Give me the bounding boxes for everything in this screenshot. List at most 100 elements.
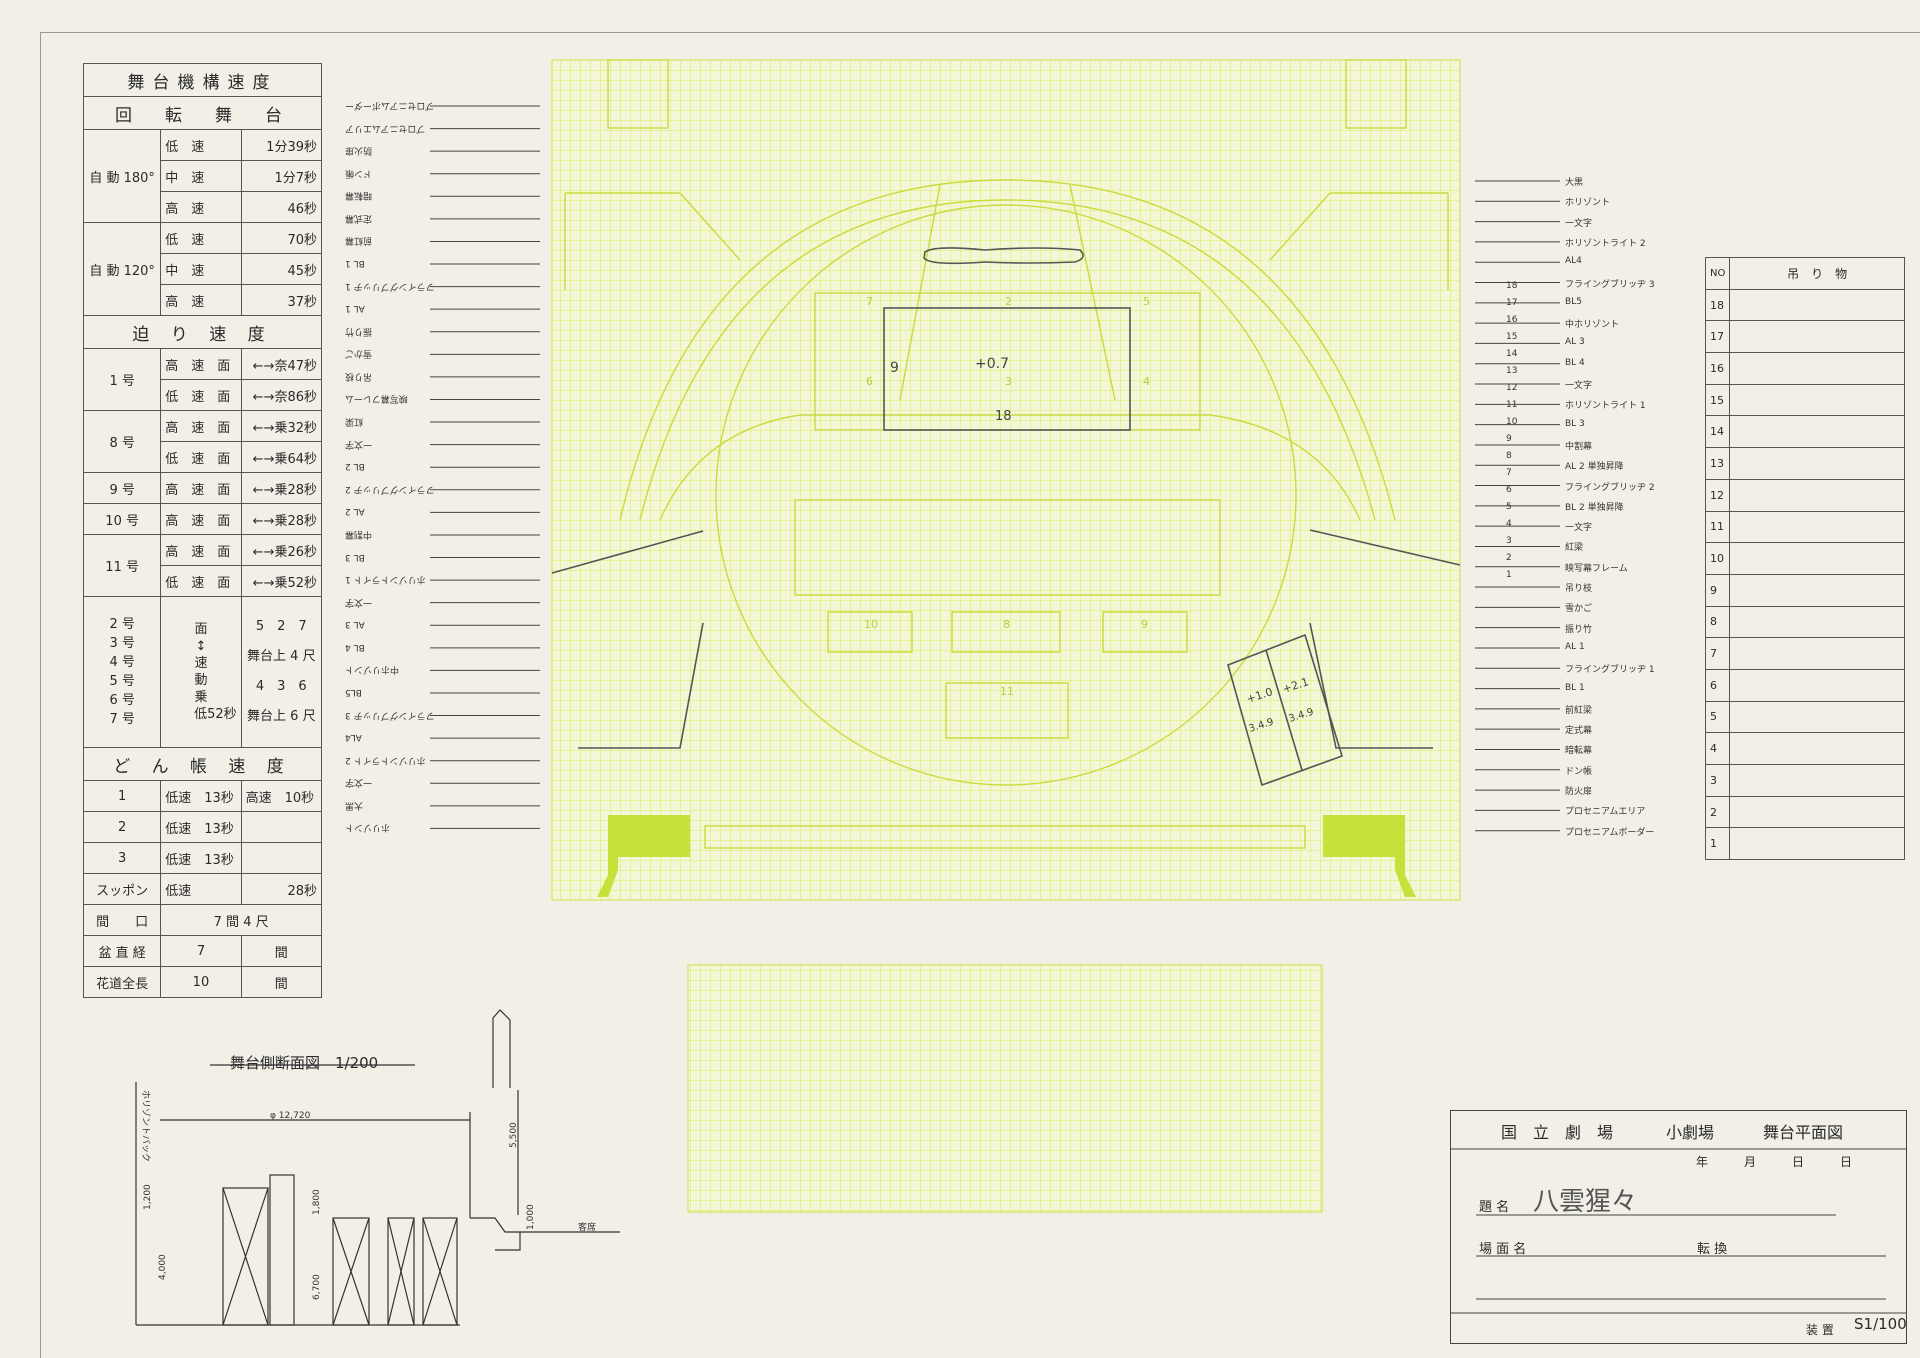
hanamichi-value: 10 [160, 966, 242, 998]
hanging-row: 10 [1704, 542, 1905, 575]
hanging-row-item [1729, 605, 1905, 639]
batten-label: 紅梁 [345, 416, 364, 427]
hanging-row-number: 4 [1704, 732, 1731, 765]
lift-8 [951, 611, 1061, 653]
batten-number: 16 [1506, 315, 1518, 325]
lift-face: 高 速 面 [160, 410, 242, 442]
batten-number: 5 [1506, 502, 1512, 512]
hanging-row-item [1729, 827, 1905, 861]
batten-label: プロセニアムボーダー [1565, 827, 1655, 838]
batten-label: 定式幕 [1565, 726, 1593, 737]
pencil-left-wing-line [551, 530, 704, 574]
batten-label: 中割幕 [345, 528, 373, 539]
hanging-row-number: 18 [1704, 288, 1731, 322]
right-batten-leaders [1475, 180, 1560, 832]
section-dim-4000: 4,000 [158, 1254, 168, 1280]
hall-name: 小劇場 [1666, 1123, 1715, 1142]
hanging-row-item [1729, 510, 1905, 544]
scene-name-label: 場 面 名 [1479, 1242, 1527, 1257]
hanging-row-item [1729, 573, 1905, 607]
batten-label: BL 1 [345, 258, 365, 269]
batten-label: 定式幕 [345, 212, 373, 223]
hanging-row-number: 16 [1704, 352, 1731, 385]
batten-number: 18 [1506, 281, 1518, 291]
zone-number: 8 [1003, 618, 1010, 631]
lift-time: ←→乗28秒 [240, 503, 323, 535]
batten-label: 雪かご [345, 348, 373, 359]
lift-10 [827, 611, 913, 653]
batten-label: 振り竹 [345, 325, 373, 336]
batten-label: AL 3 [345, 619, 365, 630]
hanging-row-number: 11 [1704, 510, 1731, 544]
hanging-row: 6 [1704, 668, 1905, 702]
hanging-row-number: 8 [1704, 605, 1731, 639]
speed-value: 1分7秒 [240, 160, 323, 192]
lift-9 [1102, 611, 1188, 653]
section-dim-5500: 5,500 [509, 1122, 519, 1148]
hanging-row-number: 14 [1704, 415, 1731, 449]
plan-grid [551, 59, 1461, 901]
speed-value: 37秒 [240, 284, 323, 316]
lower-grid [687, 964, 1323, 1213]
batten-label: 暗転幕 [1565, 746, 1593, 757]
hanging-row: 16 [1704, 352, 1905, 385]
batten-label: プロセニアムエリア [345, 122, 426, 133]
hanging-row-number: 5 [1704, 700, 1731, 734]
speed-label: 中 速 [160, 253, 242, 285]
hanging-row-item [1729, 447, 1905, 480]
batten-number: 12 [1506, 383, 1518, 393]
batten-label: 中ホリゾント [1565, 320, 1620, 331]
batten-label: 雪かご [1565, 604, 1593, 615]
section-title: 舞台側断面図 1/200 [230, 1054, 379, 1072]
batten-label: 紅梁 [1565, 543, 1584, 554]
lift-time: ←→乗32秒 [240, 410, 323, 442]
lift-time: ←→奈47秒 [240, 348, 323, 380]
pencil-platform [883, 307, 1131, 431]
pencil-right-flat [1309, 622, 1433, 749]
theatre-name: 国 立 劇 場 [1501, 1123, 1614, 1142]
speed-value: 1分39秒 [240, 129, 323, 161]
revolving-stage-circle [715, 204, 1297, 786]
batten-label: AL 2 単独昇降 [1565, 462, 1624, 473]
batten-label: ドン帳 [345, 167, 373, 178]
hanging-row-number: 10 [1704, 542, 1731, 575]
hanging-row-number: 1 [1704, 827, 1731, 861]
hanging-row: 9 [1704, 573, 1905, 607]
section-dim-1200: 1,200 [143, 1184, 153, 1210]
batten-label: BL 1 [1565, 682, 1585, 693]
hanging-row-item [1729, 637, 1905, 670]
cyclorama-arc-inner [639, 199, 1376, 521]
hanamichi-unit: 間 [240, 966, 323, 998]
batten-label: ホリゾント [345, 822, 391, 833]
batten-number: 14 [1506, 349, 1518, 359]
section-label-horizon-back: ホリゾントバック [140, 1090, 151, 1162]
hanging-row: 11 [1704, 510, 1905, 544]
batten-label: 一文字 [345, 777, 373, 788]
hanging-row: 8 [1704, 605, 1905, 639]
hanging-row-item [1729, 320, 1905, 354]
curtain-header: ど ん 帳 速 度 [83, 747, 322, 781]
pencil-note-height: +0.7 [975, 356, 1009, 372]
batten-label: 一文字 [1565, 523, 1593, 534]
hanging-item-header: 吊 り 物 [1729, 257, 1905, 290]
hanging-row-item [1729, 478, 1905, 512]
hanging-row-number: 17 [1704, 320, 1731, 354]
drawing-sheet-border [40, 32, 1920, 1358]
curtain-high [240, 842, 323, 874]
batten-label: フライングブリッヂ 3 [345, 709, 435, 720]
hanging-row: 3 [1704, 764, 1905, 797]
side-section-drawing [135, 1009, 620, 1326]
zone-number: 3 [1005, 375, 1012, 388]
hanging-row-item [1729, 700, 1905, 734]
batten-label: BL5 [345, 686, 362, 697]
batten-number: 15 [1506, 332, 1518, 342]
lift-face: 低 速 面 [160, 379, 242, 411]
revolve-diameter-value: 7 [160, 935, 242, 967]
batten-label: 防火扉 [1565, 787, 1593, 798]
batten-label: 振り竹 [1565, 624, 1593, 635]
hanging-row-number: 9 [1704, 573, 1731, 607]
batten-label: プロセニアムエリア [1565, 807, 1646, 818]
